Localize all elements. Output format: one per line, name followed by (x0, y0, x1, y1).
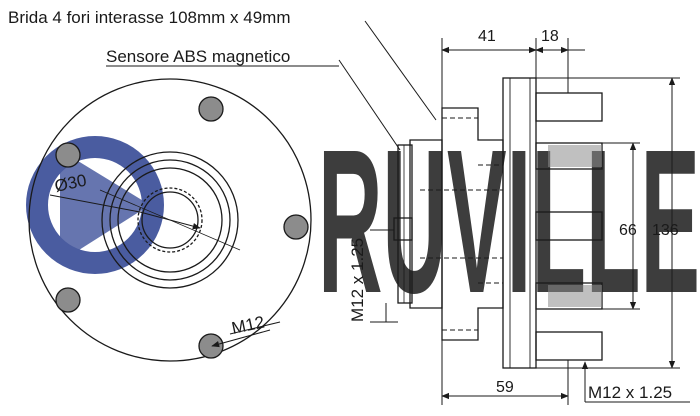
spline-inner (141, 191, 199, 249)
bolt-hole (198, 96, 224, 122)
bolt-hole (55, 142, 81, 168)
hub-ring-3 (117, 167, 223, 273)
dimension-59: 59 (496, 379, 514, 396)
flange-outer-circle (28, 78, 312, 362)
bolt-hole (55, 287, 81, 313)
wheel-stud (535, 331, 603, 361)
brand-watermark: RUVILLE (26, 107, 700, 336)
watermark-text: RUVILLE (318, 107, 700, 336)
hub-outer-ring (101, 151, 239, 289)
hub-inner-ring (109, 159, 231, 281)
diameter-leader (49, 194, 141, 213)
m12-leader (211, 329, 271, 348)
side-view (393, 77, 603, 369)
front-view (28, 78, 312, 362)
thread-bottom-label: M12 x 1.25 (588, 383, 672, 402)
hub-inner-body (409, 139, 443, 309)
abs-sensor-tab (393, 217, 413, 241)
brand-logo-triangle-icon (60, 150, 150, 262)
bolt-holes (55, 96, 309, 359)
dimension-136: 136 (652, 222, 679, 239)
flange-note: Brida 4 fori interasse 108mm x 49mm (8, 8, 291, 27)
brand-logo-icon (26, 136, 164, 274)
bolt-thread-label: M12 (230, 312, 266, 337)
sensor-note: Sensore ABS magnetico (106, 47, 290, 66)
wheel-stud (535, 211, 603, 241)
dimension-41: 41 (478, 28, 496, 45)
stud-shading (548, 145, 602, 307)
wheel-stud (535, 92, 603, 122)
m12-underline (229, 321, 281, 335)
thread-vertical-label: M12 x 1.25 (348, 238, 367, 322)
dimension-18: 18 (541, 28, 559, 45)
hidden-lines (420, 164, 503, 284)
flange-note-leader (364, 20, 437, 121)
diameter-arrow (139, 211, 201, 230)
sensor-note-leader (338, 59, 401, 151)
bolt-hole (198, 333, 224, 359)
dimension-lines (106, 20, 690, 405)
dimension-66: 66 (619, 222, 637, 239)
spline-outer (137, 187, 203, 253)
bolt-hole (283, 214, 309, 240)
annotations: Brida 4 fori interasse 108mm x 49mm Sens… (8, 8, 679, 402)
bearing-housing (441, 107, 504, 341)
